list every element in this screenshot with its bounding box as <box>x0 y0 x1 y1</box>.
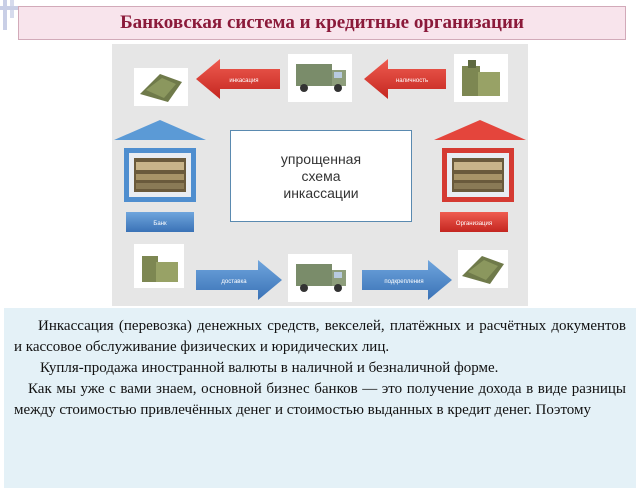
organization-label-box: Организация <box>440 212 508 232</box>
collection-scheme-diagram: инкасация наличность <box>112 44 528 306</box>
money-bag-icon-top-left <box>134 68 188 106</box>
arrow-cash-label: наличность <box>396 78 428 84</box>
bank-label-box: Банк <box>126 212 194 232</box>
arrow-reinforcement: подкрепления <box>362 260 452 300</box>
slide-title-bar: Банковская система и кредитные организац… <box>18 6 626 40</box>
money-bag-icon-top-right <box>454 54 508 102</box>
scheme-title-line-2: схема <box>301 167 341 184</box>
bank-label: Банк <box>153 221 167 227</box>
paragraph-bank-business: Как мы уже с вами знаем, основной бизнес… <box>14 381 626 418</box>
arrow-collection-label: инкасация <box>229 78 258 84</box>
organization-house-icon <box>434 120 526 202</box>
bank-house-icon <box>114 120 206 202</box>
armored-van-icon-bottom <box>288 254 352 302</box>
scheme-title-line-3: инкассации <box>283 184 359 201</box>
arrow-delivery: доставка <box>196 260 282 300</box>
money-bag-icon-bottom-left <box>134 244 184 288</box>
paragraph-currency: Купля-продажа иностранной валюты в налич… <box>40 360 499 376</box>
paragraph-collection: Инкассация (перевозка) денежных средств,… <box>14 318 626 355</box>
armored-van-icon-top <box>288 54 352 102</box>
arrow-cash: наличность <box>364 59 446 99</box>
arrow-delivery-label: доставка <box>221 279 247 285</box>
money-bag-icon-bottom-right <box>458 250 508 288</box>
arrow-reinforcement-label: подкрепления <box>384 279 423 285</box>
scheme-center-box: упрощенная схема инкассации <box>230 130 412 222</box>
diagram-graphics: инкасация наличность <box>114 54 526 302</box>
scheme-title-line-1: упрощенная <box>280 150 362 167</box>
arrow-collection: инкасация <box>196 59 280 99</box>
body-text-block: Инкассация (перевозка) денежных средств,… <box>4 308 636 488</box>
organization-label: Организация <box>456 221 492 227</box>
slide-title: Банковская система и кредитные организац… <box>120 12 524 33</box>
